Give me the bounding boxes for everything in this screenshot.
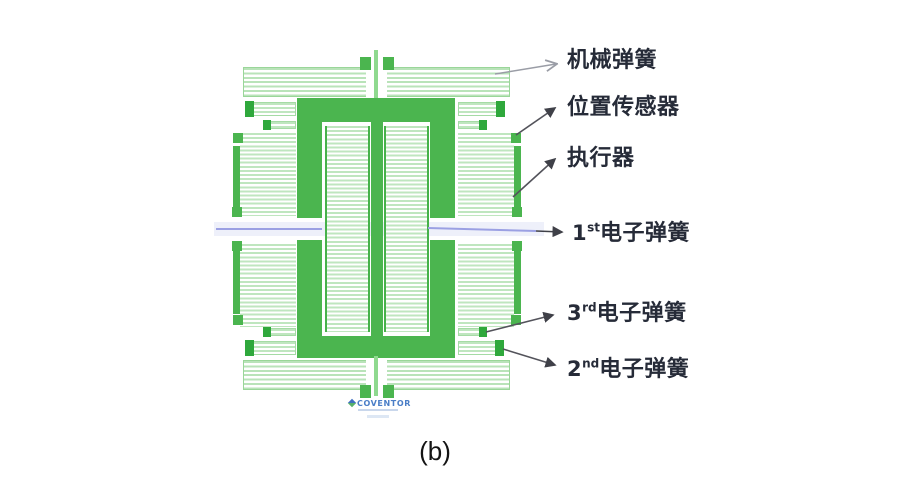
label-spring-3rd-ordinal: rd — [582, 300, 597, 315]
thin-cap-top-right — [479, 120, 487, 130]
actuator-bar-top-right — [514, 146, 521, 212]
actuator-tab-bottom-right-a — [512, 241, 522, 251]
label-actuator: 执行器 — [567, 147, 635, 171]
label-spring-3rd-text: 电子弹簧 — [596, 301, 687, 326]
frame-leg-top-left — [297, 122, 322, 218]
callout-spring2 — [502, 348, 557, 368]
coventor-logo-text: COVENTOR — [356, 399, 412, 408]
label-spring-1st-num: 1 — [572, 221, 588, 245]
actuator-tab-top-left-a — [233, 133, 243, 143]
frame-bottom-bar — [297, 336, 455, 358]
actuator-bar-bottom-left — [233, 250, 240, 314]
sensor-cap-bottom-right — [495, 340, 504, 356]
shuttle-stem — [371, 122, 383, 336]
callout-position-sensor — [515, 107, 557, 136]
coventor-logo: COVENTOR — [345, 398, 415, 408]
actuator-tab-top-right-b — [512, 207, 522, 217]
coventor-diamond-icon — [347, 398, 357, 408]
label-spring-2nd-text: 电子弹簧 — [599, 357, 690, 382]
bottom-anchor-tab-left — [360, 385, 371, 398]
thin-cap-bottom-right — [479, 327, 487, 337]
label-spring-1st: 1st电子弹簧 — [572, 221, 690, 246]
label-actuator-text: 执行器 — [567, 146, 635, 171]
frame-leg-bottom-left — [297, 240, 322, 336]
frame-top-bar — [297, 98, 455, 122]
thin-row-top-left — [267, 121, 296, 129]
coventor-logo-tagline — [358, 409, 398, 411]
actuator-bar-bottom-right — [514, 250, 521, 314]
actuator-tab-bottom-left-a — [232, 241, 242, 251]
actuator-comb-top-right — [458, 133, 514, 216]
top-anchor-tab-right — [383, 57, 394, 70]
thin-row-bottom-left — [267, 328, 296, 336]
label-mechanical-spring-text: 机械弹簧 — [567, 48, 658, 73]
label-spring-3rd-num: 3 — [567, 301, 583, 325]
actuator-tab-bottom-left-b — [233, 315, 243, 325]
top-anchor-tab-left — [360, 57, 371, 70]
actuator-comb-top-left — [240, 133, 296, 216]
sensor-cap-top-right — [496, 101, 505, 117]
label-spring-1st-text: 电子弹簧 — [600, 221, 691, 246]
figure-caption: (b) — [419, 436, 451, 466]
position-sensor-row-top-left — [249, 102, 296, 116]
inner-comb-left — [325, 126, 370, 332]
inner-comb-right — [384, 126, 429, 332]
frame-leg-bottom-right — [430, 240, 455, 336]
sensor-cap-bottom-left — [245, 340, 254, 356]
thin-cap-top-left — [263, 120, 271, 130]
frame-leg-top-right — [430, 122, 455, 218]
label-mechanical-spring: 机械弹簧 — [567, 49, 657, 73]
position-sensor-row-bottom-left — [249, 341, 296, 355]
thin-cap-bottom-left — [263, 327, 271, 337]
top-anchor-line — [374, 50, 378, 98]
coventor-logo-subtext — [367, 415, 389, 418]
label-spring-2nd-num: 2 — [567, 357, 583, 381]
sensor-cap-top-left — [245, 101, 254, 117]
actuator-tab-top-right-a — [511, 133, 521, 143]
actuator-tab-bottom-right-b — [511, 315, 521, 325]
label-spring-2nd-ordinal: nd — [582, 356, 600, 371]
actuator-bar-top-left — [233, 146, 240, 212]
actuator-comb-bottom-right — [458, 244, 514, 327]
label-position-sensor-text: 位置传感器 — [567, 95, 680, 120]
bottom-anchor-tab-right — [383, 385, 394, 398]
label-position-sensor: 位置传感器 — [567, 96, 680, 120]
bottom-anchor-line — [374, 356, 378, 396]
actuator-comb-bottom-left — [240, 244, 296, 327]
label-spring-1st-ordinal: st — [587, 220, 601, 235]
actuator-tab-top-left-b — [232, 207, 242, 217]
label-spring-3rd: 3rd电子弹簧 — [567, 301, 687, 326]
label-spring-2nd: 2nd电子弹簧 — [567, 357, 689, 382]
